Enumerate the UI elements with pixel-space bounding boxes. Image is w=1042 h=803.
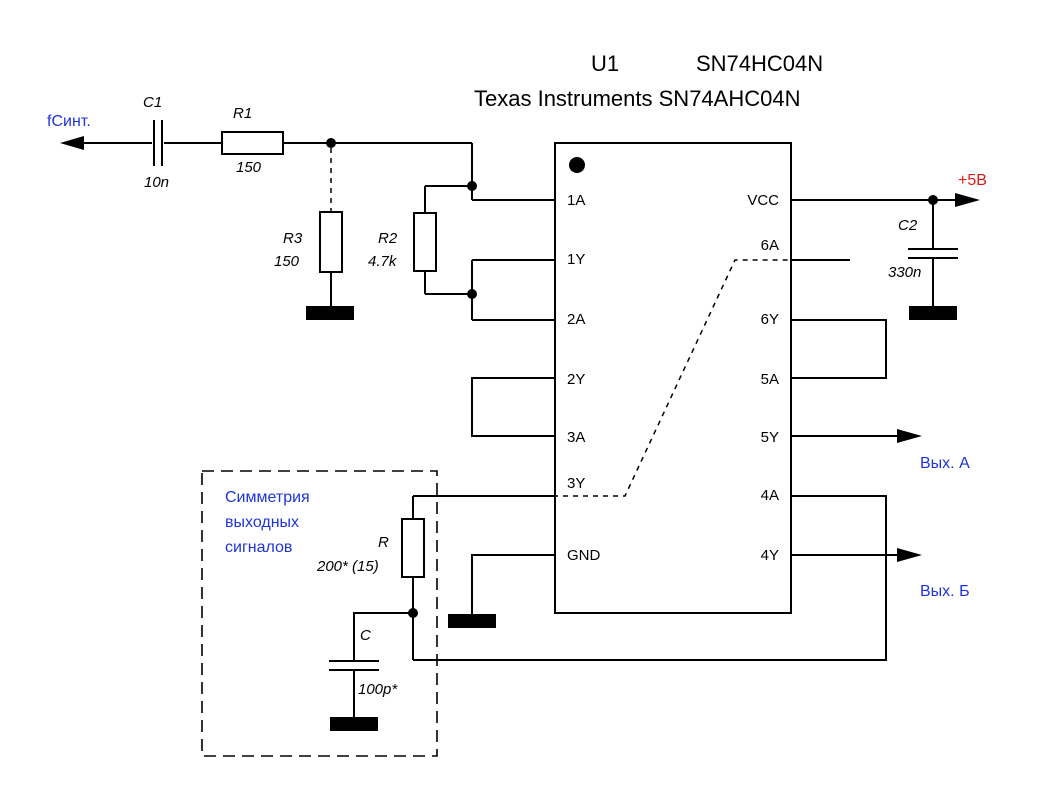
output-a-label: Вых. А	[920, 455, 970, 472]
junction-r1-r3	[326, 138, 336, 148]
ground-icon	[909, 306, 957, 320]
c1-ref: C1	[143, 94, 162, 111]
ic-body	[554, 142, 792, 614]
ground-icon	[330, 717, 378, 731]
c1-value: 10n	[144, 174, 169, 191]
c-value: 100p*	[358, 681, 398, 698]
input-arrow-icon	[60, 136, 84, 150]
wire-pin-gnd	[471, 554, 555, 614]
note-line-3: сигналов	[225, 539, 292, 556]
pin-4a: 4A	[761, 487, 779, 504]
output-b-arrow-icon	[897, 548, 922, 562]
r2-value: 4.7k	[368, 253, 398, 270]
r3-body	[319, 211, 343, 273]
pin-5y: 5Y	[761, 429, 779, 446]
r1-value: 150	[236, 159, 262, 176]
r-value: 200* (15)	[316, 558, 379, 575]
c-ref: C	[360, 627, 371, 644]
c2-ref: C2	[898, 217, 918, 234]
r3-value: 150	[274, 253, 300, 270]
internal-dashed-link	[553, 259, 790, 497]
r1-body	[221, 131, 284, 155]
output-a-arrow-icon	[897, 429, 922, 443]
pin1-marker	[569, 157, 585, 173]
r2-body	[413, 212, 437, 272]
ground-icon	[448, 614, 496, 628]
wire-2y-3a	[471, 377, 555, 437]
r-ref: R	[378, 534, 389, 551]
pin-1y: 1Y	[567, 251, 585, 268]
pin-2y: 2Y	[567, 371, 585, 388]
symmetry-frame	[201, 470, 438, 757]
pin-vcc: VCC	[747, 192, 779, 209]
wire-node-4a	[413, 495, 887, 661]
pin-6y: 6Y	[761, 311, 779, 328]
c2-value: 330n	[888, 264, 921, 281]
ground-icon	[306, 306, 354, 320]
r3-ref: R3	[283, 230, 303, 247]
wire-node-c	[353, 612, 413, 660]
pin-3a: 3A	[567, 429, 585, 446]
output-b-label: Вых. Б	[920, 583, 970, 600]
pin-6a: 6A	[761, 237, 779, 254]
r-body	[401, 518, 425, 578]
pin-2a: 2A	[567, 311, 585, 328]
note-line-1: Симметрия	[225, 489, 310, 506]
wire-6y-5a	[791, 319, 887, 379]
supply-net-label: +5В	[958, 172, 987, 189]
supply-arrow-icon	[955, 193, 980, 207]
pin-1a: 1A	[567, 192, 585, 209]
input-net-label: fСинт.	[47, 113, 91, 130]
r1-ref: R1	[233, 105, 252, 122]
ic-part-number: SN74HC04N	[696, 51, 823, 76]
ic-alternative: Texas Instruments SN74AHC04N	[474, 86, 800, 111]
pin-gnd: GND	[567, 547, 601, 564]
note-line-2: выходных	[225, 514, 299, 531]
pin-5a: 5A	[761, 371, 779, 388]
pin-4y: 4Y	[761, 547, 779, 564]
ic-reference: U1	[591, 51, 619, 76]
r2-ref: R2	[378, 230, 398, 247]
pin-3y: 3Y	[567, 475, 585, 492]
